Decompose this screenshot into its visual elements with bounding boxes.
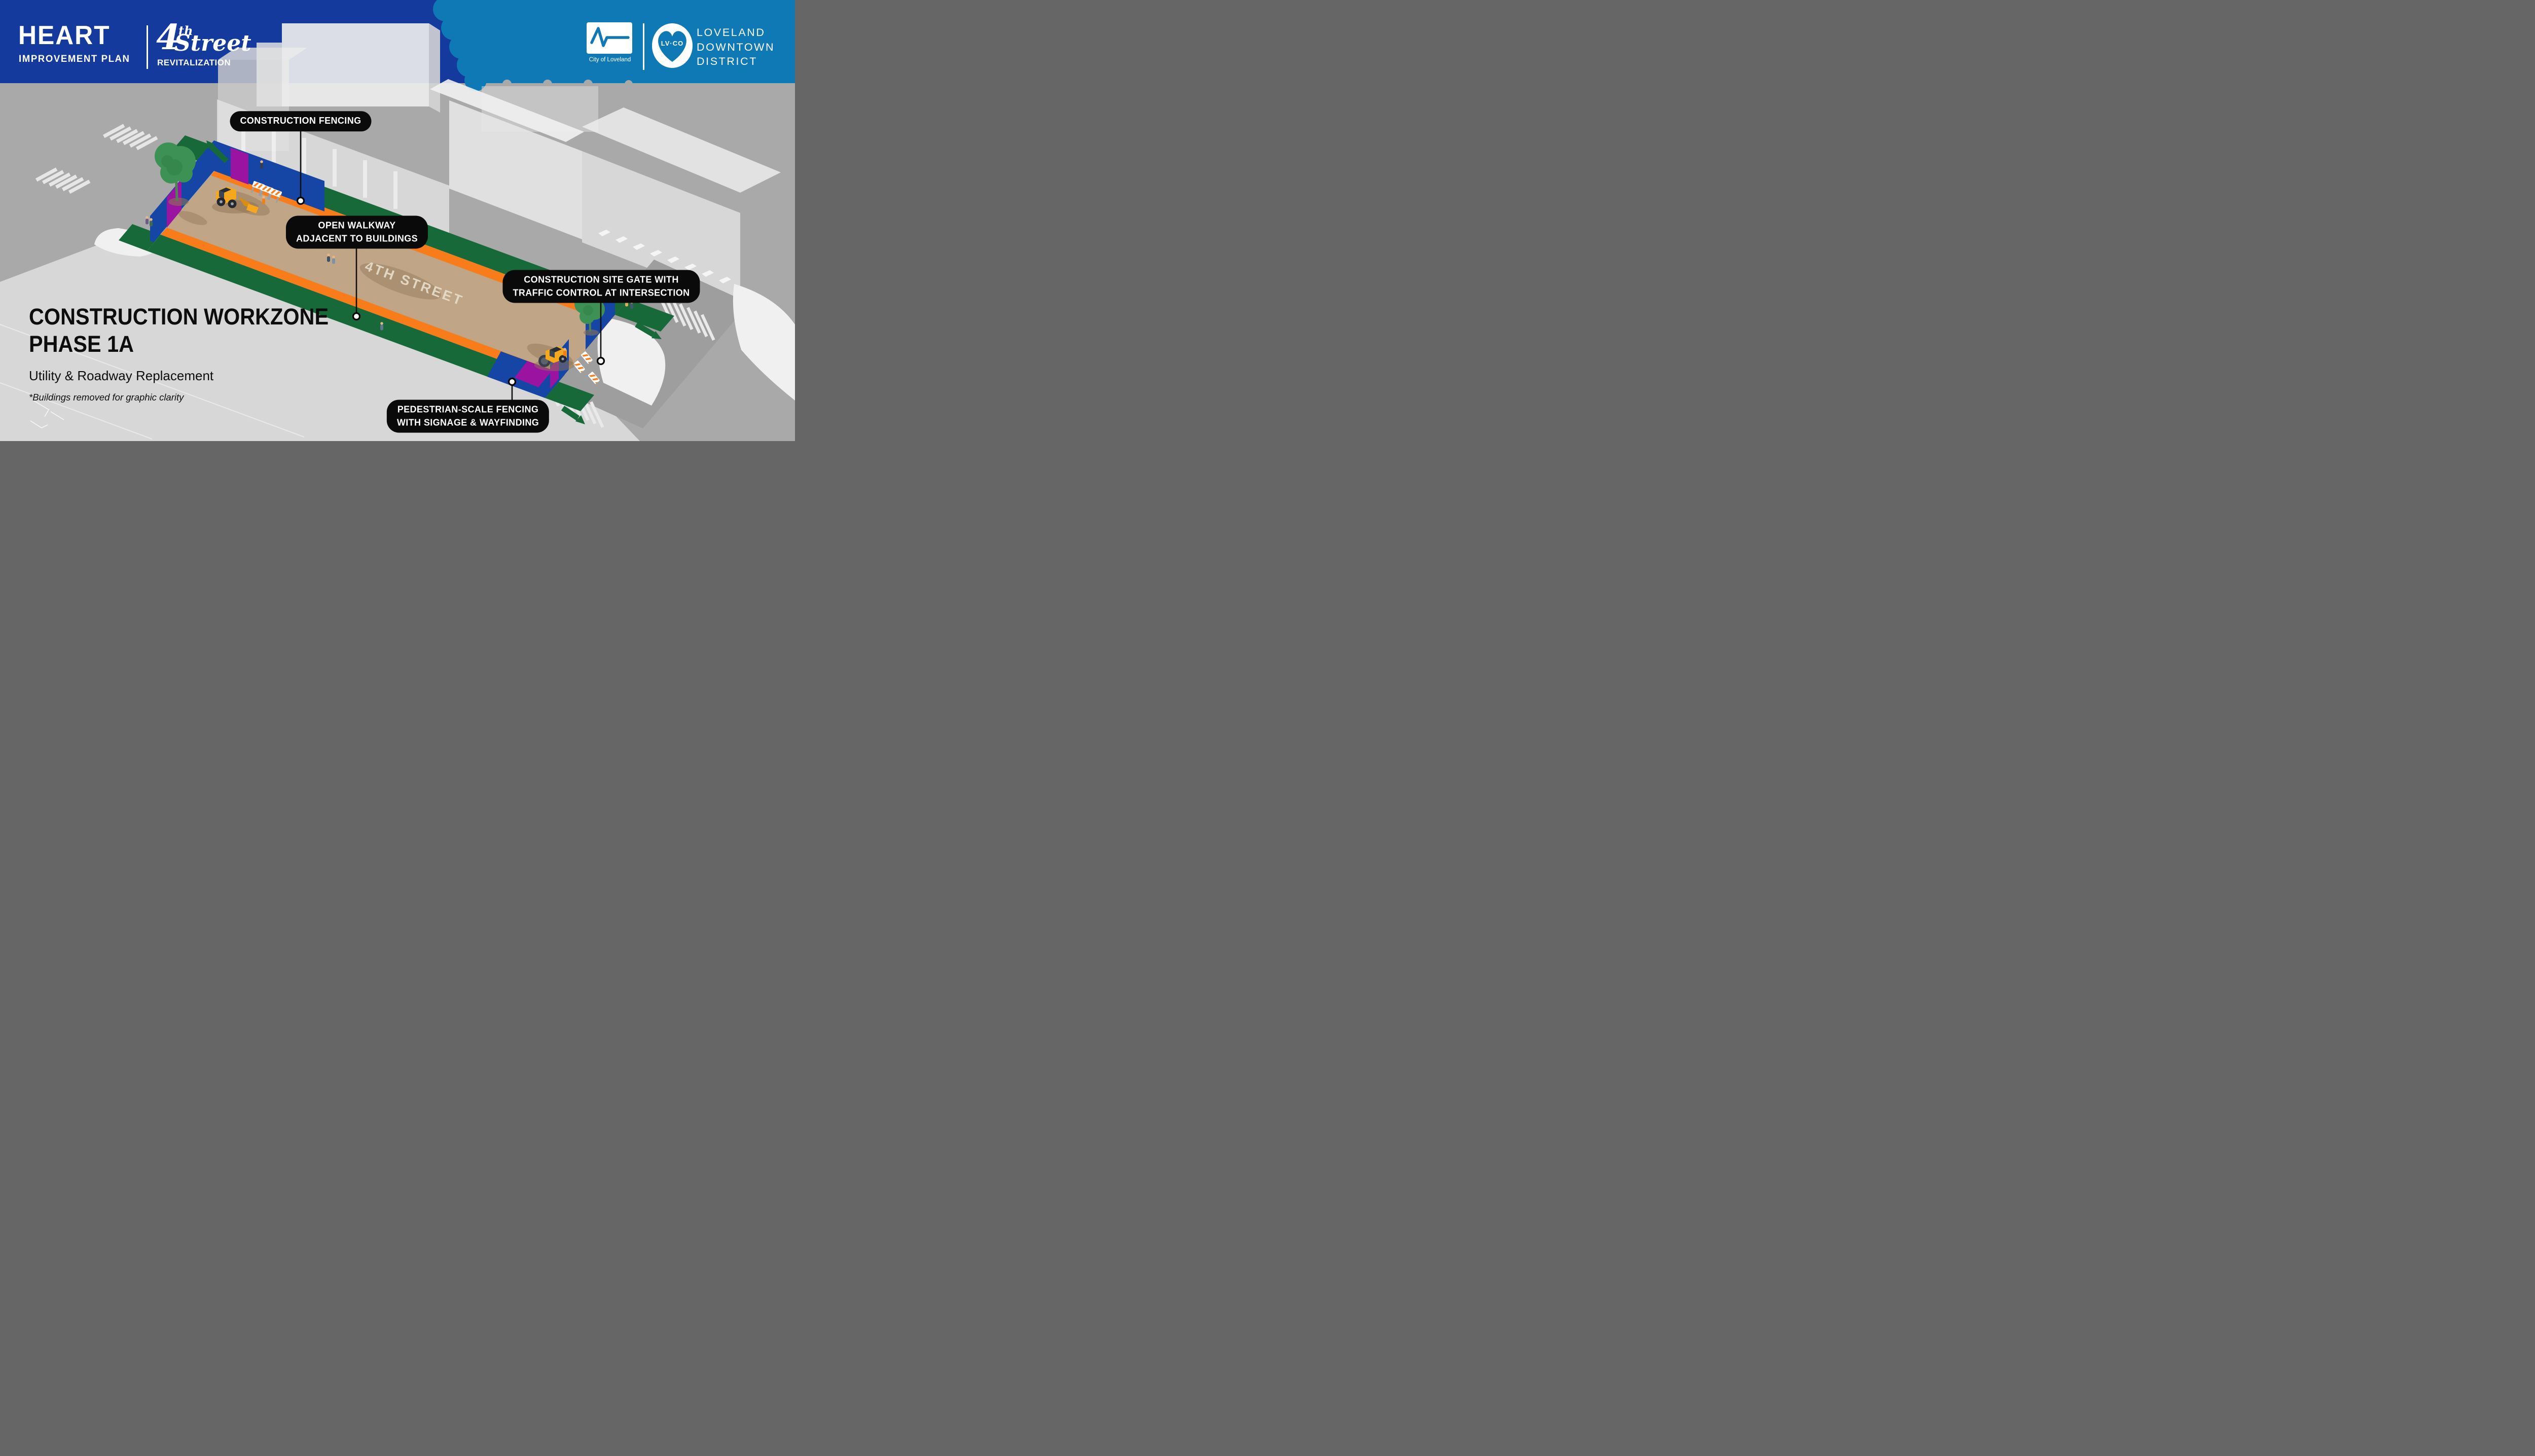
southeast-walkway-extension	[545, 382, 594, 411]
background-buildings	[217, 23, 781, 304]
steamroller	[534, 346, 575, 371]
street-logo-ordinal: th	[178, 23, 193, 38]
arrow-southeast	[561, 406, 585, 424]
leader-dot-construction-fencing	[296, 196, 305, 205]
heart-plan-logo: HEART	[18, 21, 111, 50]
callout-construction-fencing: CONSTRUCTION FENCING	[230, 111, 372, 131]
construction-worker	[563, 348, 566, 356]
building	[429, 23, 440, 113]
logo-divider	[643, 23, 644, 70]
heart-plan-subtitle: IMPROVEMENT PLAN	[19, 54, 130, 64]
pedestrian	[327, 253, 330, 262]
callout-label: ADJACENT TO BUILDINGS	[296, 233, 418, 243]
leader-dot-open-walkway	[352, 312, 361, 321]
callout-label: WITH SIGNAGE & WAYFINDING	[396, 417, 539, 427]
district-line: LOVELAND	[697, 26, 766, 39]
north-fence-purple-panel	[231, 148, 248, 185]
sidewalk-corner	[597, 317, 666, 406]
building	[582, 107, 781, 193]
district-line: DISTRICT	[697, 55, 757, 68]
construction-workzone-infographic: 4TH STREET	[0, 0, 795, 441]
building	[257, 43, 282, 106]
pedestrian	[380, 322, 383, 331]
sidewalk-cracks	[30, 400, 64, 428]
front-loader	[212, 187, 259, 213]
east-intersection	[546, 260, 795, 428]
callout-label: TRAFFIC CONTROL AT INTERSECTION	[513, 287, 690, 298]
leader-dot-pedestrian-fencing	[508, 377, 517, 386]
callout-label: CONSTRUCTION FENCING	[240, 116, 361, 126]
dirt-texture	[167, 175, 609, 375]
callout-site-gate: CONSTRUCTION SITE GATE WITH TRAFFIC CONT…	[502, 270, 700, 303]
west-gate-fence	[150, 140, 214, 246]
building	[449, 100, 582, 239]
heartbeat-icon	[590, 27, 630, 47]
phase-number: PHASE 1A	[29, 331, 134, 357]
district-wordmark: LOVELAND DOWNTOWN DISTRICT	[697, 25, 775, 69]
city-of-loveland-logo	[587, 22, 632, 54]
callout-label: PEDESTRIAN-SCALE FENCING	[397, 404, 539, 415]
pedestrian	[146, 216, 149, 225]
barricade	[584, 372, 600, 388]
tree-west	[155, 142, 196, 206]
loveland-downtown-district-logo	[652, 23, 693, 68]
callout-open-walkway: OPEN WALKWAY ADJACENT TO BUILDINGS	[285, 215, 428, 249]
pedestrian	[260, 160, 263, 169]
banner-scallop-seam	[433, 0, 487, 91]
building	[430, 79, 584, 142]
northeast-walkway-extension	[615, 299, 674, 332]
street-logo-name: Street	[174, 30, 251, 56]
district-monogram: LV·CO	[661, 40, 684, 47]
street-logo-subtitle: REVITALIZATION	[157, 58, 231, 67]
traffic-barricades	[250, 181, 600, 388]
arrow-west	[127, 234, 153, 247]
callout-label: CONSTRUCTION SITE GATE WITH	[524, 274, 679, 285]
barricade	[576, 351, 593, 368]
heart-icon	[658, 31, 686, 62]
route-arrows	[127, 140, 662, 424]
phase-footnote: *Buildings removed for graphic clarity	[29, 392, 184, 403]
phase-info-panel: CONSTRUCTION WORKZONE PHASE 1A Utility &…	[29, 303, 354, 403]
callout-pedestrian-fencing: PEDESTRIAN-SCALE FENCING WITH SIGNAGE & …	[386, 399, 550, 433]
arrow-east	[635, 322, 662, 339]
building-awnings	[598, 230, 731, 283]
district-line: DOWNTOWN	[697, 41, 775, 53]
callout-label: OPEN WALKWAY	[318, 220, 396, 231]
sidewalk-corner	[733, 284, 795, 401]
logo-divider	[147, 25, 148, 69]
phase-subtitle: Utility & Roadway Replacement	[29, 368, 214, 383]
building	[282, 23, 429, 106]
construction-worker	[262, 196, 265, 204]
city-logo-caption: City of Loveland	[589, 57, 631, 63]
south-fence-line	[161, 228, 565, 382]
pedestrian	[150, 218, 153, 227]
pedestrian	[332, 256, 335, 264]
leader-dot-site-gate	[596, 356, 605, 366]
street-logo-numeral: 4	[156, 17, 180, 58]
barricade	[268, 188, 282, 203]
building	[582, 151, 740, 304]
arrow-northwest	[206, 140, 229, 163]
phase-title: CONSTRUCTION WORKZONE	[29, 304, 329, 330]
